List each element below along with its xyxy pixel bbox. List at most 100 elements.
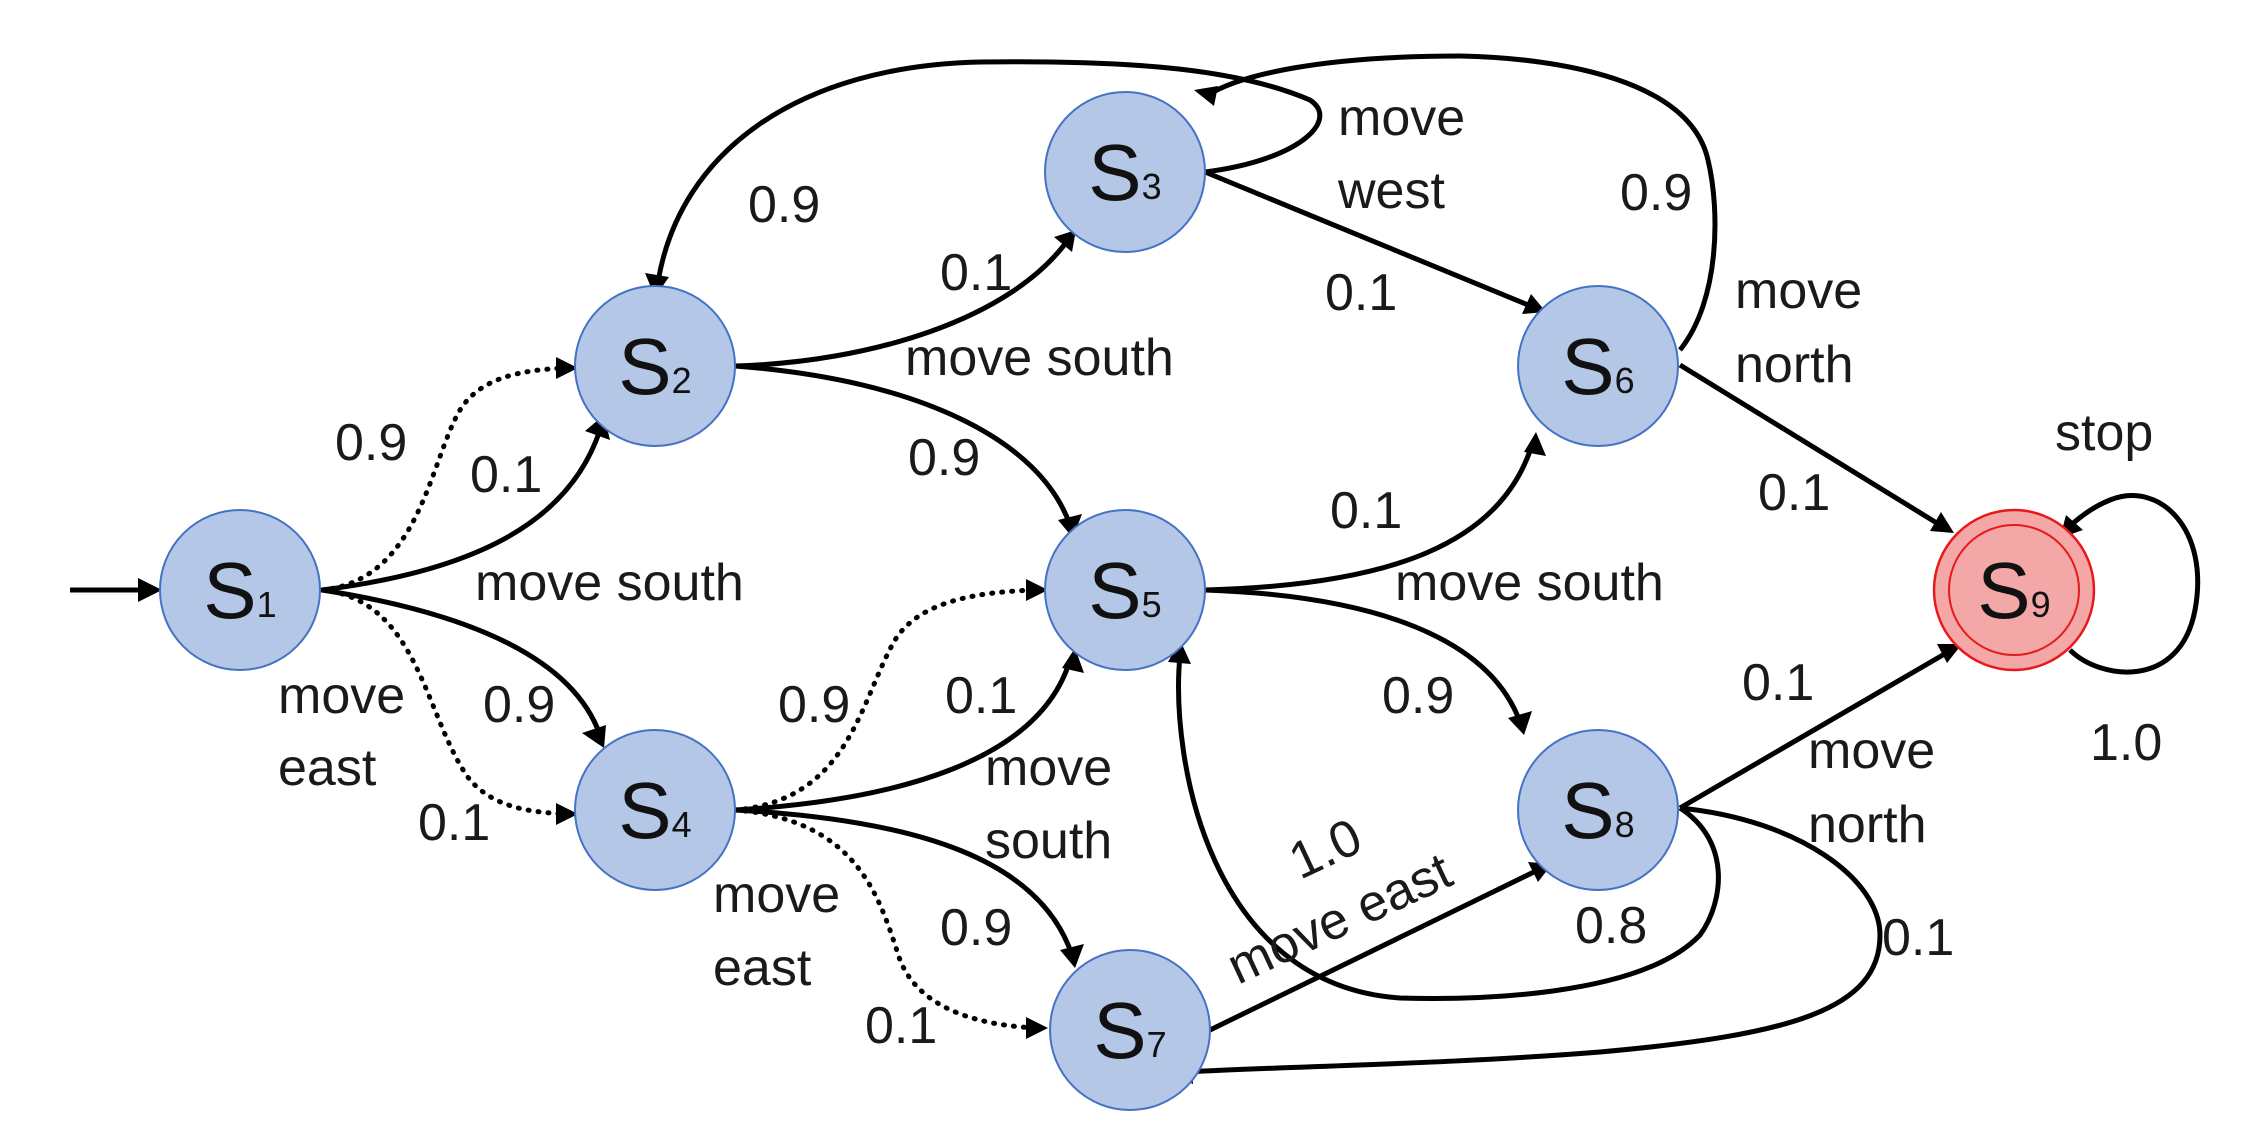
- state-label: S9: [1977, 546, 2050, 635]
- edge-s9-stop: [2068, 493, 2201, 675]
- probability-label: 0.1: [945, 667, 1017, 725]
- edge-s5-s8: [1204, 587, 1523, 723]
- probability-label: 0.1: [418, 794, 490, 852]
- probability-label: 0.1: [1742, 654, 1814, 712]
- state-s4: S4: [574, 729, 736, 891]
- probability-label: 0.1: [1330, 482, 1402, 540]
- state-label: S7: [1093, 986, 1166, 1075]
- probability-label: 0.9: [1620, 164, 1692, 222]
- arrowhead: [1026, 1017, 1048, 1039]
- state-s7: S7: [1049, 949, 1211, 1111]
- state-letter: S: [618, 322, 671, 411]
- arrowhead: [1062, 648, 1084, 673]
- probability-label: 0.9: [483, 676, 555, 734]
- arrowhead: [1058, 514, 1082, 538]
- arrowhead: [1026, 579, 1048, 601]
- state-label: S5: [1088, 546, 1161, 635]
- arrowhead: [1054, 230, 1076, 252]
- arrowhead: [1194, 86, 1218, 106]
- edge-s4-s5: [734, 659, 1073, 813]
- state-letter: S: [1088, 128, 1141, 217]
- edge-s8-s5: [1176, 654, 1721, 1001]
- state-letter: S: [1561, 766, 1614, 855]
- state-circle: [1049, 949, 1211, 1111]
- edge-s1-s4-east: [319, 587, 568, 817]
- probability-label: 0.9: [1382, 667, 1454, 725]
- probability-label: 0.9: [748, 176, 820, 234]
- edge-s4-s7: [734, 807, 1075, 956]
- state-index: 8: [1615, 804, 1635, 845]
- state-letter: S: [618, 766, 671, 855]
- edge-s8-s9: [1678, 649, 1950, 811]
- action-label: move: [278, 667, 405, 725]
- action-label: move: [1808, 722, 1935, 780]
- state-circle: [1044, 509, 1206, 671]
- state-letter: S: [1088, 546, 1141, 635]
- action-label: move: [985, 739, 1112, 797]
- edge-s2-s3: [734, 238, 1071, 369]
- state-label: S6: [1561, 322, 1634, 411]
- action-label: move south: [475, 554, 744, 612]
- arrowhead: [1168, 640, 1191, 664]
- arrowhead: [1930, 512, 1954, 533]
- state-s1: S1: [159, 509, 321, 671]
- edge-s6-s9: [1678, 362, 1942, 528]
- action-label: move: [1735, 262, 1862, 320]
- arrowhead: [1937, 644, 1962, 663]
- state-label: S8: [1561, 766, 1634, 855]
- state-index: 7: [1147, 1024, 1167, 1065]
- edge-s2-s5: [734, 363, 1073, 526]
- final-state-ring: [1948, 524, 2080, 656]
- probability-label: 0.9: [908, 429, 980, 487]
- state-label: S2: [618, 322, 691, 411]
- state-circle: [1517, 285, 1679, 447]
- action-label: east: [713, 939, 812, 997]
- state-index: 5: [1142, 584, 1162, 625]
- edge-s3-s6: [1204, 169, 1534, 310]
- arrowhead: [1522, 294, 1546, 314]
- edge-s5-s6: [1204, 444, 1535, 593]
- edge-s6-s3: [1206, 53, 1718, 352]
- edge-s1-s4-south: [321, 587, 603, 736]
- state-index: 1: [257, 584, 277, 625]
- state-s2: S2: [574, 285, 736, 447]
- edge-s3-s2: [655, 59, 1323, 283]
- action-label: south: [985, 812, 1112, 870]
- probability-label: 0.1: [1758, 464, 1830, 522]
- probability-label: 0.9: [778, 676, 850, 734]
- state-index: 4: [672, 804, 692, 845]
- action-label: move: [713, 866, 840, 924]
- state-letter: S: [1977, 546, 2030, 635]
- probability-label: 0.8: [1575, 897, 1647, 955]
- action-label: move south: [905, 329, 1174, 387]
- edge-s1-s2-east: [319, 365, 568, 593]
- action-label: east: [278, 739, 377, 797]
- arrowhead: [1060, 944, 1084, 968]
- arrowhead: [138, 578, 162, 602]
- action-label: move south: [1395, 554, 1664, 612]
- state-circle: [574, 729, 736, 891]
- state-letter: S: [203, 546, 256, 635]
- action-label: move: [1338, 89, 1465, 147]
- probability-label: 1.0: [2090, 714, 2162, 772]
- action-label: north: [1735, 336, 1854, 394]
- arrowhead: [582, 725, 606, 748]
- transitions: [70, 53, 2201, 1075]
- state-circle: [159, 509, 321, 671]
- state-s8: S8: [1517, 729, 1679, 891]
- edge-s8-s7: [1184, 805, 1883, 1075]
- probability-label: 0.9: [335, 414, 407, 472]
- state-index: 6: [1615, 360, 1635, 401]
- probability-label: 0.9: [940, 899, 1012, 957]
- state-circle: [1932, 508, 2096, 672]
- probability-label: 0.1: [865, 997, 937, 1055]
- state-label: S1: [203, 546, 276, 635]
- action-label: west: [1337, 162, 1445, 220]
- state-circle: [1517, 729, 1679, 891]
- probability-label: 0.1: [1882, 909, 1954, 967]
- arrowhead: [1508, 711, 1532, 735]
- action-label: north: [1808, 796, 1927, 854]
- state-index: 9: [2031, 584, 2051, 625]
- state-circle: [574, 285, 736, 447]
